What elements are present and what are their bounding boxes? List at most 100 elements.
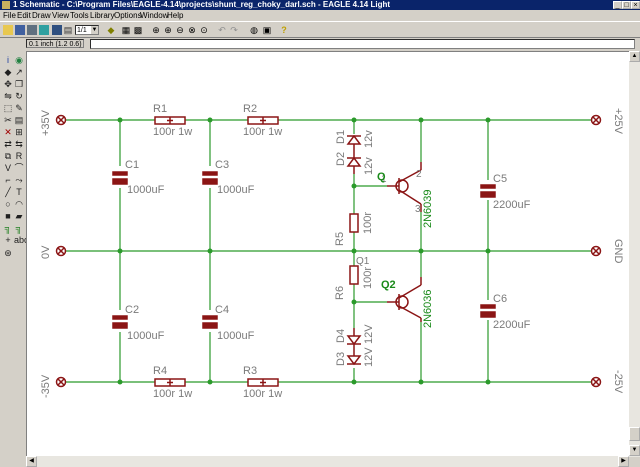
- display-icon[interactable]: ◆: [4, 67, 12, 77]
- rotate-icon[interactable]: ↻: [15, 91, 23, 101]
- zoom-fit-icon[interactable]: ⊕: [152, 25, 160, 35]
- q-pin-1: 1: [381, 174, 387, 185]
- net-label-gnd: GND: [612, 239, 624, 264]
- darlington-transistors: [387, 162, 422, 322]
- menu-file[interactable]: File: [3, 11, 16, 20]
- menu-draw[interactable]: Draw: [32, 11, 51, 20]
- name-icon[interactable]: R: [15, 151, 23, 161]
- r3-value: 100r 1w: [243, 388, 282, 400]
- add-icon[interactable]: ⊞: [15, 127, 23, 137]
- bus-icon[interactable]: ╗: [4, 223, 12, 233]
- c2-name: C2: [125, 304, 139, 316]
- command-bar: 0.1 inch (1.2 0.6): [0, 38, 640, 50]
- redo-icon[interactable]: ↷: [230, 25, 238, 35]
- menu-view[interactable]: View: [52, 11, 70, 20]
- menu-edit[interactable]: Edit: [17, 11, 31, 20]
- stop-icon[interactable]: ◍: [250, 25, 258, 35]
- split-icon[interactable]: ⤳: [15, 175, 23, 185]
- d3-name: D3: [335, 352, 347, 366]
- r2-name: R2: [243, 103, 257, 115]
- change-icon[interactable]: ✎: [15, 103, 23, 113]
- save-icon[interactable]: [15, 25, 25, 35]
- schematic-canvas[interactable]: +35V 0V -35V +25V GND -25V R1 100r 1w R2…: [26, 51, 630, 457]
- minimize-button[interactable]: _: [613, 1, 622, 9]
- text-icon[interactable]: T: [16, 187, 22, 197]
- vertical-resistors: [349, 213, 359, 285]
- help-icon[interactable]: ?: [281, 25, 287, 35]
- script-icon[interactable]: ▦: [121, 25, 131, 35]
- scroll-down-icon[interactable]: ▼: [629, 445, 640, 456]
- mark-icon[interactable]: ↗: [15, 67, 23, 77]
- board-icon[interactable]: [52, 25, 62, 35]
- vertical-scrollbar[interactable]: ▲ ▼: [629, 51, 640, 457]
- print-icon[interactable]: [27, 25, 37, 35]
- c6-name: C6: [493, 293, 507, 305]
- sheet-select[interactable]: 1/1▼: [75, 25, 99, 35]
- r1-value: 100r 1w: [153, 126, 192, 138]
- maximize-button[interactable]: □: [622, 1, 631, 9]
- chevron-down-icon: ▼: [91, 26, 98, 34]
- delete-icon[interactable]: ✕: [4, 127, 12, 137]
- r2-value: 100r 1w: [243, 126, 282, 138]
- arc-icon[interactable]: ◠: [15, 199, 23, 209]
- zoom-select-icon[interactable]: ⊙: [200, 25, 208, 35]
- net-labels: +35V 0V -35V +25V GND -25V: [40, 108, 624, 398]
- open-icon[interactable]: [3, 25, 13, 35]
- smash-icon[interactable]: ⌒: [14, 163, 24, 173]
- cut-icon[interactable]: ✂: [4, 115, 12, 125]
- scroll-up-icon[interactable]: ▲: [629, 51, 640, 62]
- net-label-neg35: -35V: [40, 374, 52, 398]
- cam-icon[interactable]: [39, 25, 49, 35]
- menu-options[interactable]: Options: [114, 11, 142, 20]
- q-pin-3: 3: [415, 204, 421, 215]
- zener-diodes: [346, 134, 362, 366]
- zoom-in-icon[interactable]: ⊕: [164, 25, 172, 35]
- paste-icon[interactable]: ▤: [14, 115, 24, 125]
- miter-icon[interactable]: ⌐: [5, 175, 11, 185]
- group-icon[interactable]: ⬚: [3, 103, 13, 113]
- mirror-icon[interactable]: ⇋: [4, 91, 12, 101]
- redraw-icon[interactable]: ⊗: [188, 25, 196, 35]
- replace-icon[interactable]: ⧉: [4, 151, 12, 161]
- scroll-thumb[interactable]: [629, 427, 640, 441]
- pinswap-icon[interactable]: ⇄: [4, 139, 12, 149]
- info-icon[interactable]: i: [7, 55, 9, 65]
- d1-name: D1: [335, 130, 347, 144]
- window-title: 1 Schematic - C:\Program Files\EAGLE-4.1…: [13, 0, 390, 9]
- value-icon[interactable]: V: [4, 163, 11, 173]
- menu-library[interactable]: Library: [90, 11, 115, 20]
- gateswap-icon[interactable]: ⇆: [15, 139, 23, 149]
- scroll-right-icon[interactable]: ▶: [618, 456, 629, 467]
- eagle-app-icon: [2, 1, 10, 9]
- close-button[interactable]: ×: [631, 1, 640, 9]
- net-icon[interactable]: ╗: [15, 223, 23, 233]
- net-label-0v: 0V: [40, 245, 52, 259]
- r1-name: R1: [153, 103, 167, 115]
- zoom-out-icon[interactable]: ⊖: [176, 25, 184, 35]
- command-input[interactable]: [90, 39, 635, 49]
- junction-icon[interactable]: +: [5, 235, 11, 245]
- run-ulp-icon[interactable]: ▩: [133, 25, 143, 35]
- copy-icon[interactable]: ❐: [14, 79, 24, 89]
- resistor-labels: R1 100r 1w R2 100r 1w R4 100r 1w R3 100r…: [153, 103, 282, 400]
- polygon-icon[interactable]: ▰: [15, 211, 23, 221]
- erc-icon[interactable]: ⊛: [4, 248, 12, 258]
- menu-window[interactable]: Window: [140, 11, 169, 20]
- sheet-icon[interactable]: ▤: [63, 25, 73, 35]
- move-icon[interactable]: ✥: [4, 79, 12, 89]
- wire-icon[interactable]: ╱: [5, 187, 11, 197]
- label-icon[interactable]: abc: [14, 235, 29, 245]
- show-icon[interactable]: ◉: [15, 55, 23, 65]
- menu-tools[interactable]: Tools: [70, 11, 89, 20]
- horizontal-scrollbar[interactable]: ◀ ▶: [26, 456, 629, 467]
- scroll-left-icon[interactable]: ◀: [26, 456, 37, 467]
- menu-help[interactable]: Help: [167, 11, 184, 20]
- undo-icon[interactable]: ↶: [218, 25, 226, 35]
- rect-icon[interactable]: ■: [5, 211, 11, 221]
- d2-name: D2: [335, 152, 347, 166]
- go-icon[interactable]: ▣: [262, 25, 272, 35]
- use-library-icon[interactable]: ◆: [107, 25, 115, 35]
- circle-icon[interactable]: ○: [5, 199, 11, 209]
- r6-name: R6: [334, 286, 346, 300]
- q2-name: Q2: [381, 279, 396, 291]
